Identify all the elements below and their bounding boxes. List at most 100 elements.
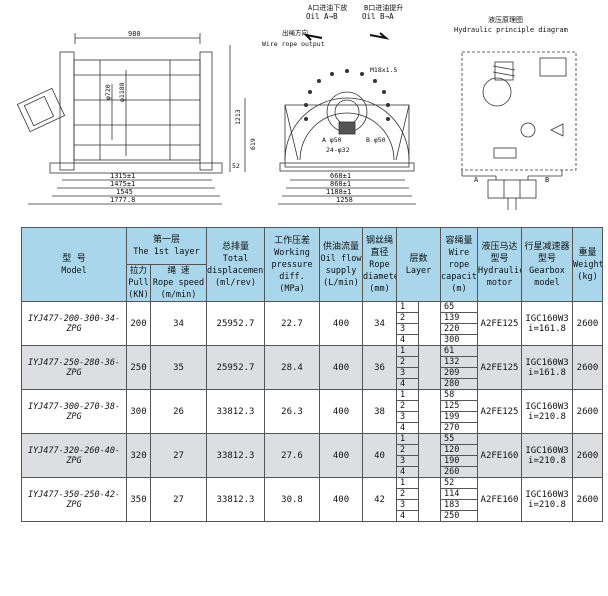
gearbox-ratio: i=210.8 [528,411,566,422]
label-b-en: Oil B→A [362,12,394,21]
port-b-size: B φ50 [366,136,386,144]
cell-pull: 250 [126,345,151,390]
cell-model: IYJ477-320-260-40-ZPG [21,433,127,478]
cell-flow: 400 [319,477,363,522]
cell-rope-diameter: 34 [362,301,397,346]
cell-layer-spacer [418,301,441,346]
cell-motor: A2FE160 [477,433,522,478]
cell-capacity: 65 [440,301,478,313]
cell-model: IYJ477-350-250-42-ZPG [21,477,127,522]
bolt-circle [304,69,390,121]
cell-weight: 2600 [572,389,603,434]
cell-displacement: 25952.7 [206,345,265,390]
cell-capacity: 300 [440,334,478,346]
bolt-spec: M18x1.5 [370,66,397,74]
cell-rope-speed: 34 [150,301,207,346]
cell-rope-diameter: 38 [362,389,397,434]
cell-model: IYJ477-250-280-36-ZPG [21,345,127,390]
cell-layer: 3 [396,323,419,335]
cell-capacity: 183 [440,499,478,511]
cell-capacity: 61 [440,345,478,357]
label-a-en: Oil A→B [306,12,338,21]
cell-capacity: 220 [440,323,478,335]
cell-layer-spacer [418,477,441,522]
gearbox-model: IGC160W3 [525,401,569,412]
dim-center-height: 619 [249,138,257,150]
dim-b1: 1315±1 [110,172,135,180]
cell-flow: 400 [319,433,363,478]
dim-total-width: 980 [128,30,141,38]
cell-motor: A2FE125 [477,345,522,390]
cell-layer-spacer [418,345,441,390]
cell-pull: 300 [126,389,151,434]
gearbox-model: IGC160W3 [525,489,569,500]
cell-capacity: 139 [440,312,478,324]
side-dim-3: 1188±1 [326,188,351,196]
cell-model: IYJ477-300-270-38-ZPG [21,389,127,434]
hydraulic-title-en: Hydraulic principle diagram [454,26,568,34]
hydraulic-port-b: B [545,176,549,184]
gearbox-model: IGC160W3 [525,445,569,456]
cell-capacity: 280 [440,378,478,390]
gearbox-ratio: i=210.8 [528,455,566,466]
cell-capacity: 132 [440,356,478,368]
cell-layer: 1 [396,477,419,489]
label-a: A口进油下放 [308,3,347,12]
label-b: B口进油提升 [364,3,403,12]
cell-layer: 1 [396,301,419,313]
cell-rope-speed: 35 [150,345,207,390]
cell-capacity: 270 [440,422,478,434]
cell-flow: 400 [319,301,363,346]
cell-weight: 2600 [572,433,603,478]
cell-layer: 1 [396,345,419,357]
gearbox-ratio: i=161.8 [528,323,566,334]
cell-displacement: 33812.3 [206,477,265,522]
rope-direction-zh: 出绳方向 [282,28,308,37]
dim-height: 1213 [234,109,242,125]
cell-layer: 2 [396,444,419,456]
cell-pull: 200 [126,301,151,346]
cell-rope-diameter: 42 [362,477,397,522]
cell-layer: 3 [396,367,419,379]
cell-displacement: 33812.3 [206,433,265,478]
cell-motor: A2FE125 [477,301,522,346]
cell-capacity: 58 [440,389,478,401]
cell-layer: 4 [396,334,419,346]
cell-weight: 2600 [572,345,603,390]
cell-pressure: 26.3 [264,389,320,434]
cell-layer: 4 [396,510,419,522]
side-dim-4: 1258 [336,196,353,204]
cell-pressure: 22.7 [264,301,320,346]
cell-rope-diameter: 36 [362,345,397,390]
drawing-svg: 980 φ720 φ1188 1213 619 52 1315±1 1475±1… [16,3,577,210]
cell-layer: 3 [396,455,419,467]
